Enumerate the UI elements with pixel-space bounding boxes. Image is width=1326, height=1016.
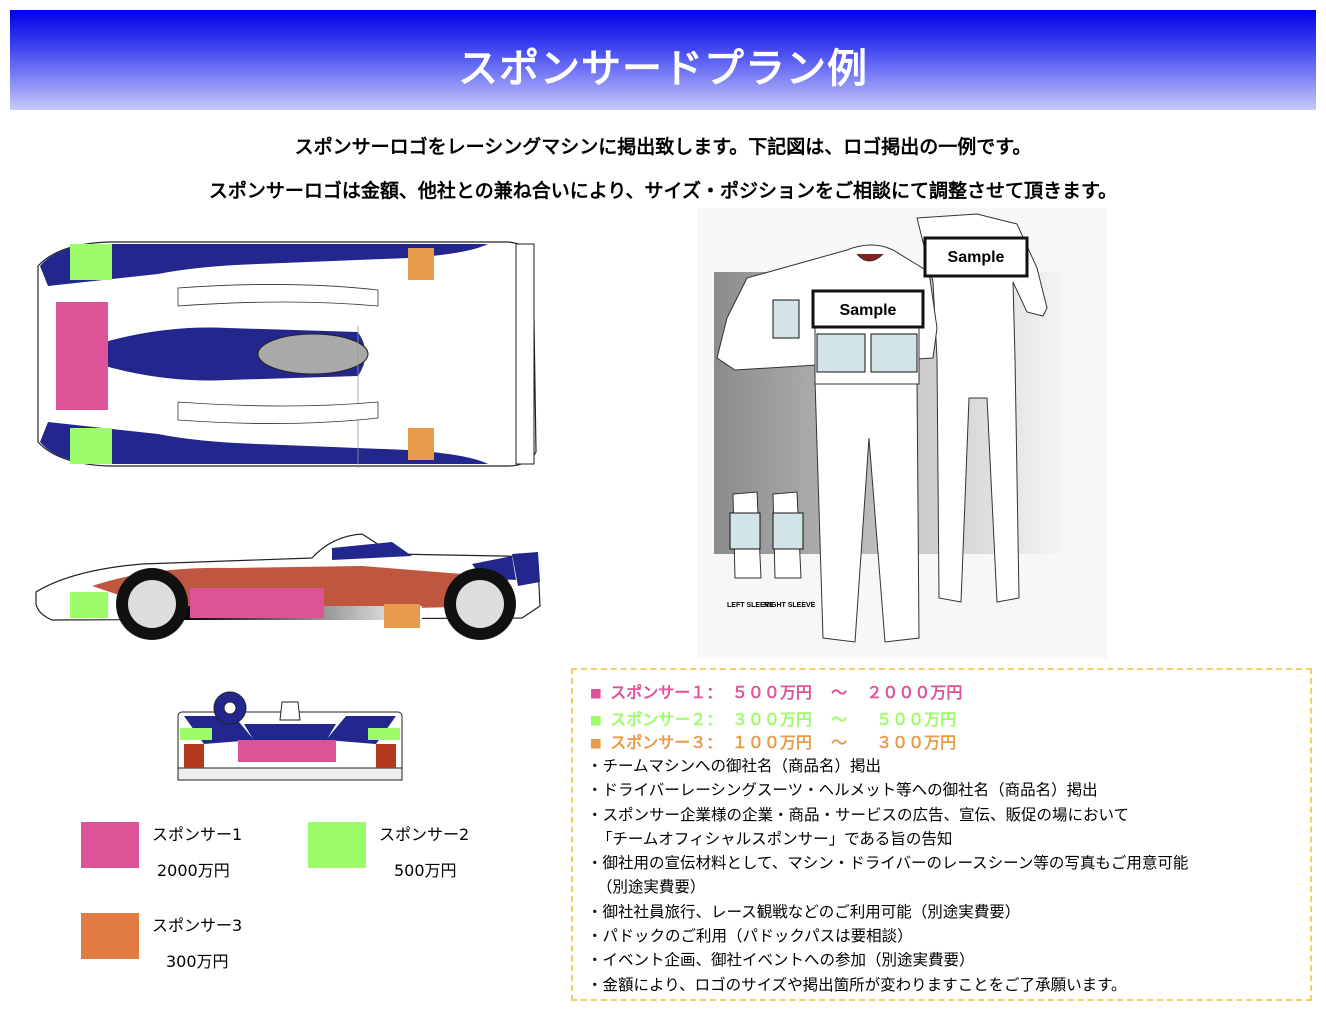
car-top-sponsor3-rear-left (408, 248, 434, 280)
benefit-item: ・金額により、ロゴのサイズや掲出箇所が変わりますことをご了承願います。 (587, 975, 1127, 994)
racing-suit-figure: Sample Sample LEFT SLEEVE RIGHT SLEEVE (697, 208, 1107, 658)
legend-label-sponsor1: スポンサー1 (152, 825, 243, 844)
benefit-item: ・御社社員旅行、レース観戦などのご利用可能（別途実費要） (587, 902, 1021, 921)
plan-tier-1: ■ スポンサー１： ５００万円 ～ ２０００万円 (591, 683, 963, 702)
car-side-sponsor3 (384, 604, 420, 628)
suit-back (916, 213, 1048, 603)
benefit-item: ・チームマシンへの御社名（商品名）掲出 (587, 757, 882, 775)
legend-price-sponsor3: 300万円 (166, 952, 229, 971)
benefit-item: ・イベント企画、御社イベントへの参加（別途実費要） (587, 951, 975, 970)
legend-label-sponsor3: スポンサー3 (152, 916, 243, 935)
suit-logo-left-sleeve (729, 512, 761, 550)
benefit-list: ・チームマシンへの御社名（商品名）掲出 ・ドライバーレーシングスーツ・ヘルメット… (587, 754, 1188, 997)
suit-logo-right-sleeve (772, 512, 804, 550)
benefit-item: （別途実費要） (587, 878, 706, 897)
suit-sample-back-text: Sample (948, 249, 1005, 266)
car-top-view (37, 241, 537, 468)
car-side-body (35, 533, 541, 640)
benefit-item: ・御社用の宣伝材料として、マシン・ドライバーのレースシーン等の写真もご用意可能 (587, 854, 1189, 873)
legend-price-sponsor2: 500万円 (394, 861, 457, 880)
car-front-sponsor1 (238, 740, 336, 762)
suit-logo-chest-left (816, 333, 866, 373)
car-side-sponsor2 (70, 592, 108, 618)
suit-sample-chest-text: Sample (840, 302, 897, 319)
legend-swatch-sponsor3 (81, 913, 139, 959)
car-top-sponsor2-front-right (70, 428, 112, 464)
intro-line-2: スポンサーロゴは金額、他社との兼ね合いにより、サイズ・ポジションをご相談にて調整… (208, 180, 1118, 202)
legend-price-sponsor1: 2000万円 (157, 861, 230, 880)
sponsor-plan-box: ■ スポンサー１： ５００万円 ～ ２０００万円 ■ スポンサー２： ３００万円… (571, 668, 1312, 1001)
car-top-body (37, 241, 537, 468)
legend-swatch-sponsor2 (308, 822, 366, 868)
benefit-item: ・パドックのご利用（パドックパスは要相談） (587, 927, 913, 946)
title-banner: スポンサードプラン例 (10, 10, 1316, 110)
car-side-view (35, 533, 541, 640)
right-sleeve-label: RIGHT SLEEVE (764, 602, 816, 609)
car-top-sponsor3-rear-right (408, 428, 434, 460)
car-front-view (177, 691, 403, 781)
suit-logo-arm (772, 299, 800, 339)
car-top-sponsor1-nose (56, 302, 108, 410)
suit-sample-back-box (923, 236, 1029, 278)
suit-sample-chest-box (811, 289, 925, 329)
car-top-sponsor2-front-left (70, 244, 112, 280)
benefit-item: 「チームオフィシャルスポンサー」である旨の告知 (587, 829, 953, 848)
legend-swatch-sponsor1 (81, 822, 139, 868)
plan-tier-3: ■ スポンサー３： １００万円 ～ ３００万円 (591, 733, 957, 752)
left-sleeve-label: LEFT SLEEVE (727, 602, 774, 609)
benefit-item: ・スポンサー企業様の企業・商品・サービスの広告、宣伝、販促の場において (587, 805, 1130, 824)
car-front-sponsor2-right (368, 728, 400, 740)
benefit-item: ・ドライバーレーシングスーツ・ヘルメット等への御社名（商品名）掲出 (587, 781, 1098, 800)
page-title: スポンサードプラン例 (458, 46, 868, 92)
plan-tier-2: ■ スポンサー２： ３００万円 ～ ５００万円 (591, 710, 957, 729)
intro-line-1: スポンサーロゴをレーシングマシンに掲出致します。下記図は、ロゴ掲出の一例です。 (294, 136, 1032, 158)
legend-label-sponsor2: スポンサー2 (379, 825, 470, 844)
suit-logo-chest-right (870, 333, 918, 373)
car-front-sponsor2-left (180, 728, 212, 740)
car-side-sponsor1 (190, 588, 324, 618)
